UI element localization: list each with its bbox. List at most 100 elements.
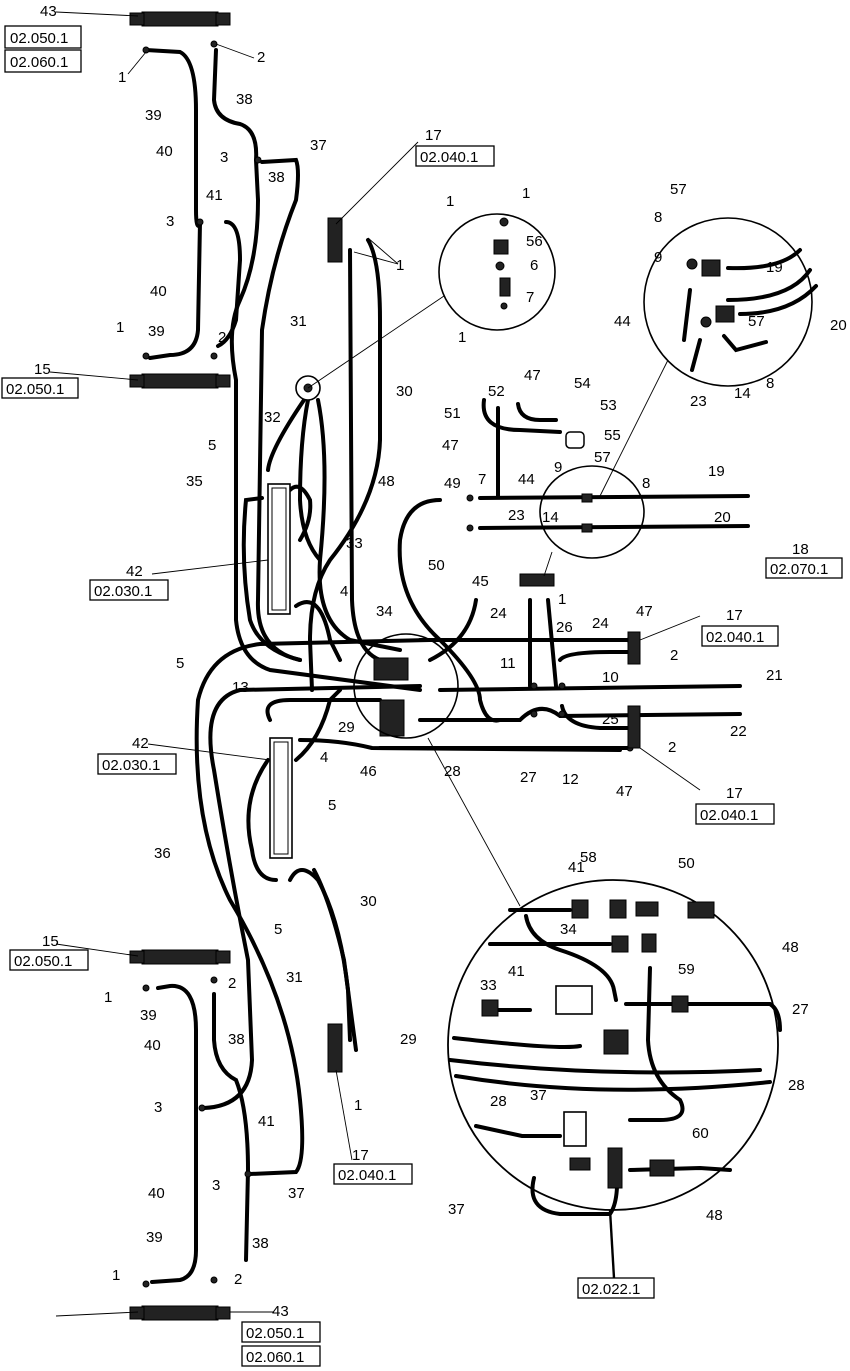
callout-28: 28	[444, 763, 461, 780]
reference-label: 02.030.1	[94, 583, 152, 600]
callout-2: 2	[218, 329, 226, 346]
callout-37: 37	[530, 1087, 547, 1104]
callout-1: 1	[522, 185, 530, 202]
callout-3: 3	[220, 149, 228, 166]
callout-36: 36	[154, 845, 171, 862]
callout-18: 18	[792, 541, 809, 558]
callout-52: 52	[488, 383, 505, 400]
callout-1: 1	[558, 591, 566, 608]
callout-41: 41	[206, 187, 223, 204]
callout-37: 37	[288, 1185, 305, 1202]
reference-label: 02.040.1	[700, 807, 758, 824]
callout-21: 21	[766, 667, 783, 684]
callout-24: 24	[592, 615, 609, 632]
callout-40: 40	[156, 143, 173, 160]
callout-23: 23	[508, 507, 525, 524]
callout-2: 2	[234, 1271, 242, 1288]
callout-43: 43	[272, 1303, 289, 1320]
callout-23: 23	[690, 393, 707, 410]
callout-3: 3	[166, 213, 174, 230]
callout-39: 39	[146, 1229, 163, 1246]
reference-label: 02.050.1	[14, 953, 72, 970]
callout-40: 40	[148, 1185, 165, 1202]
callout-35: 35	[186, 473, 203, 490]
callout-13: 13	[232, 679, 249, 696]
callout-4: 4	[340, 583, 348, 600]
detail-circle-fitting	[307, 213, 556, 389]
detail-circle-junction	[539, 465, 645, 559]
reference-boxes: 02.050.1 02.060.1 02.050.1 02.040.1 02.0…	[1, 25, 843, 1367]
callout-7: 7	[526, 289, 534, 306]
callout-24: 24	[490, 605, 507, 622]
callout-32: 32	[264, 409, 281, 426]
reference-label: 02.022.1	[582, 1281, 640, 1298]
small-cylinder-right-top	[627, 631, 641, 665]
callout-9: 9	[654, 249, 662, 266]
callout-29: 29	[400, 1031, 417, 1048]
callout-51: 51	[444, 405, 461, 422]
callout-28: 28	[490, 1093, 507, 1110]
detail-circle-valves	[599, 217, 818, 497]
callout-19: 19	[708, 463, 725, 480]
callout-7: 7	[478, 471, 486, 488]
reference-label: 02.050.1	[246, 1325, 304, 1342]
callout-39: 39	[145, 107, 162, 124]
callout-50: 50	[678, 855, 695, 872]
callout-2: 2	[670, 647, 678, 664]
callout-3: 3	[212, 1177, 220, 1194]
callout-22: 22	[730, 723, 747, 740]
callout-44: 44	[518, 471, 535, 488]
reference-label: 02.030.1	[102, 757, 160, 774]
callout-38: 38	[268, 169, 285, 186]
callout-47: 47	[442, 437, 459, 454]
callout-55: 55	[604, 427, 621, 444]
callout-30: 30	[396, 383, 413, 400]
hose-group-right	[378, 398, 750, 750]
callout-3: 3	[154, 1099, 162, 1116]
callout-20: 20	[830, 317, 847, 334]
callout-5: 5	[274, 921, 282, 938]
callout-31: 31	[286, 969, 303, 986]
callout-5: 5	[176, 655, 184, 672]
callout-28: 28	[788, 1077, 805, 1094]
reference-label: 02.040.1	[338, 1167, 396, 1184]
callout-46: 46	[360, 763, 377, 780]
callout-56: 56	[526, 233, 543, 250]
detail-circle-large	[447, 879, 782, 1279]
callout-34: 34	[560, 921, 577, 938]
callout-17: 17	[726, 785, 743, 802]
callout-47: 47	[636, 603, 653, 620]
callout-42: 42	[132, 735, 149, 752]
hose-group-center	[241, 238, 622, 1052]
manifold-small	[519, 573, 555, 587]
callout-38: 38	[252, 1235, 269, 1252]
cylinder-bottom-upper	[129, 949, 231, 965]
callout-40: 40	[144, 1037, 161, 1054]
callout-57: 57	[670, 181, 687, 198]
callout-15: 15	[42, 933, 59, 950]
callout-49: 49	[444, 475, 461, 492]
callout-2: 2	[668, 739, 676, 756]
callout-42: 42	[126, 563, 143, 580]
callout-29: 29	[338, 719, 355, 736]
callout-38: 38	[236, 91, 253, 108]
reference-label: 02.050.1	[10, 30, 68, 47]
hose-group-lower-left	[150, 638, 432, 1284]
hose-group-upper-left	[144, 48, 422, 692]
callout-8: 8	[642, 475, 650, 492]
callout-37: 37	[448, 1201, 465, 1218]
callout-15: 15	[34, 361, 51, 378]
callout-1: 1	[458, 329, 466, 346]
callout-37: 37	[310, 137, 327, 154]
callout-1: 1	[396, 257, 404, 274]
small-cylinder-top	[327, 217, 343, 263]
lift-cylinder-lower	[269, 737, 293, 859]
callout-58: 58	[580, 849, 597, 866]
callout-40: 40	[150, 283, 167, 300]
callout-1: 1	[118, 69, 126, 86]
callout-33: 33	[480, 977, 497, 994]
lift-cylinder-upper	[267, 483, 291, 615]
callout-1: 1	[112, 1267, 120, 1284]
callout-17: 17	[352, 1147, 369, 1164]
callout-1: 1	[354, 1097, 362, 1114]
